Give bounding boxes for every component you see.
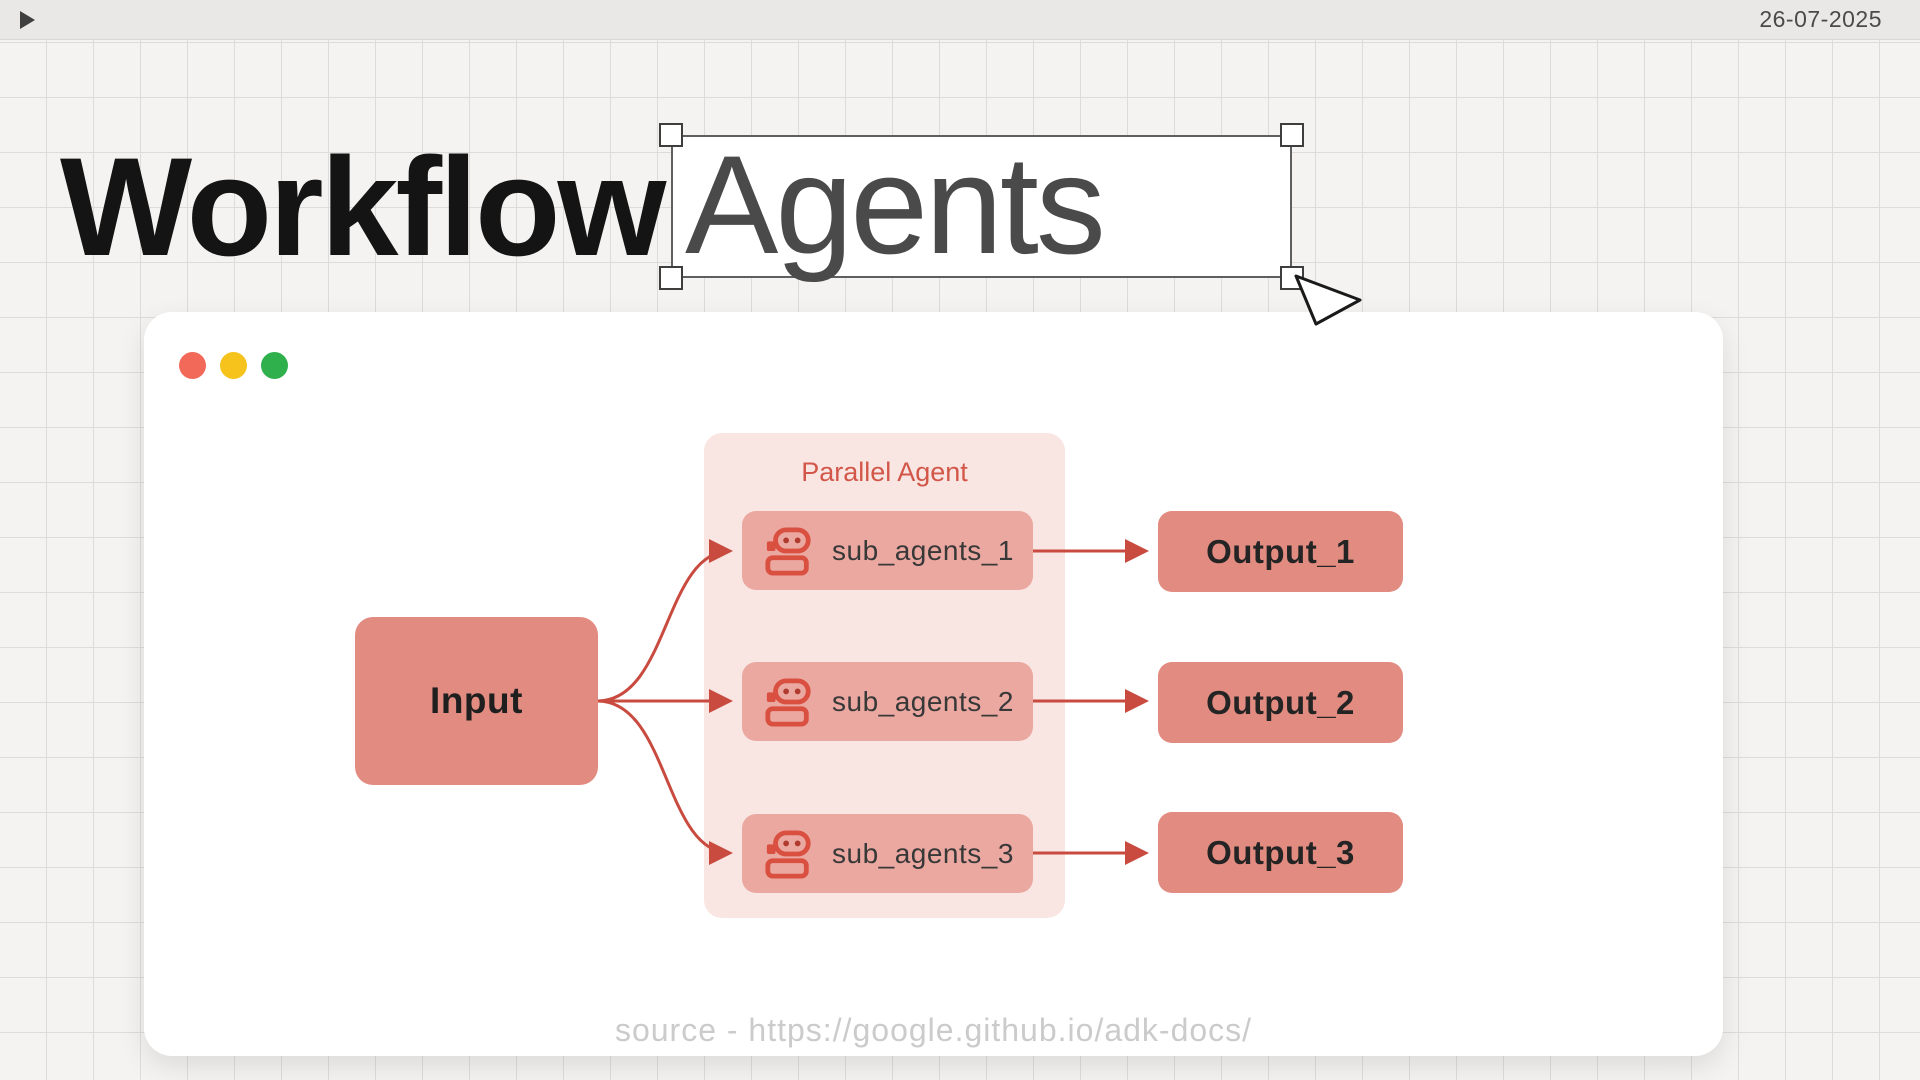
textbox-text: Agents xyxy=(685,126,1106,283)
robot-icon xyxy=(765,829,811,879)
maximize-dot-icon xyxy=(261,352,288,379)
diagram-node-sub-agent-3: sub_agents_3 xyxy=(742,814,1033,893)
parallel-agent-label: Parallel Agent xyxy=(801,457,968,487)
traffic-lights xyxy=(179,352,288,379)
robot-icon xyxy=(765,526,811,576)
browser-window-card[interactable]: Input Parallel Agent sub_agents_1 sub_ag… xyxy=(144,312,1723,1056)
diagram-node-sub-agent-2: sub_agents_2 xyxy=(742,662,1033,741)
input-label: Input xyxy=(430,680,523,721)
resize-handle-top-left[interactable] xyxy=(659,123,683,147)
output-label: Output_3 xyxy=(1206,833,1355,871)
selected-textbox-agents[interactable]: Agents xyxy=(659,123,1304,290)
output-label: Output_2 xyxy=(1206,683,1355,721)
top-bar: 26-07-2025 xyxy=(0,0,1920,40)
minimize-dot-icon xyxy=(220,352,247,379)
diagram-node-output-3: Output_3 xyxy=(1158,812,1403,893)
diagram-node-input: Input xyxy=(355,617,598,785)
sub-agent-label: sub_agents_2 xyxy=(832,685,1014,717)
close-dot-icon xyxy=(179,352,206,379)
title-text-workflow[interactable]: Workflow xyxy=(60,128,666,285)
resize-handle-bottom-left[interactable] xyxy=(659,266,683,290)
play-icon[interactable] xyxy=(20,10,35,29)
diagram-node-sub-agent-1: sub_agents_1 xyxy=(742,511,1033,590)
output-label: Output_1 xyxy=(1206,532,1355,570)
resize-handle-top-right[interactable] xyxy=(1280,123,1304,147)
date-label: 26-07-2025 xyxy=(1759,6,1882,32)
mouse-cursor-icon xyxy=(1294,274,1362,326)
diagram-node-output-2: Output_2 xyxy=(1158,662,1403,743)
source-caption: source - https://google.github.io/adk-do… xyxy=(614,1012,1253,1048)
diagram-node-output-1: Output_1 xyxy=(1158,511,1403,592)
robot-icon xyxy=(765,677,811,727)
sub-agent-label: sub_agents_3 xyxy=(832,837,1014,869)
sub-agent-label: sub_agents_1 xyxy=(832,534,1014,566)
